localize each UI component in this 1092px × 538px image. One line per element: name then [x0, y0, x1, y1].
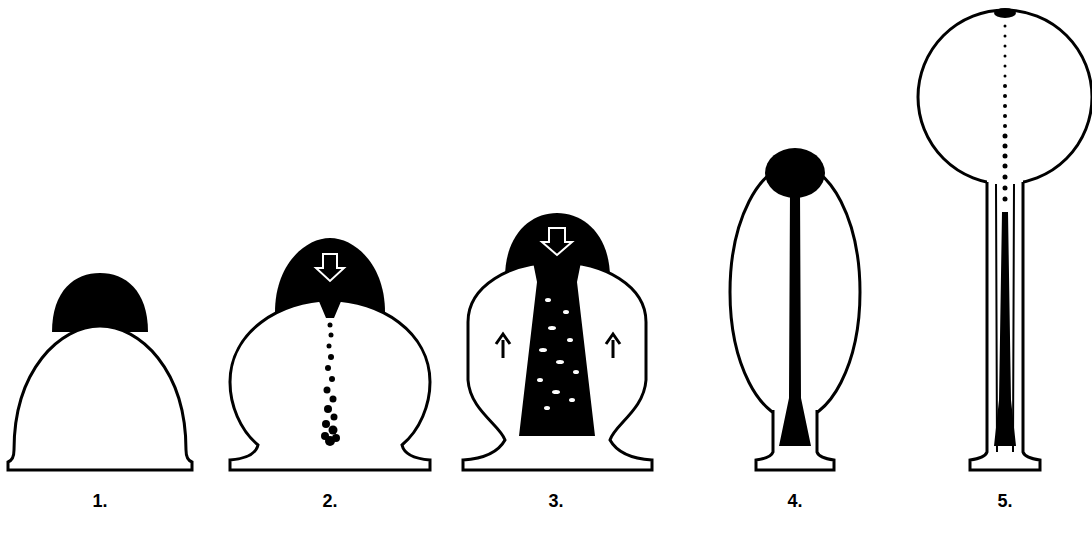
dark-cap	[52, 273, 148, 332]
trail-dot	[1003, 154, 1008, 159]
texture-spot	[544, 406, 550, 410]
trail-dot	[1004, 55, 1007, 58]
stage-4-figure	[730, 148, 860, 470]
column-dot	[322, 420, 330, 428]
column-dot	[329, 426, 338, 435]
dark-cap	[994, 8, 1016, 18]
trail-dot	[1004, 75, 1007, 78]
dark-stalk	[994, 212, 1016, 446]
trail-dot	[1003, 134, 1008, 139]
trail-dot	[1003, 186, 1008, 191]
column-dot	[325, 365, 331, 371]
column-dot	[325, 436, 335, 446]
dotted-column	[321, 323, 340, 447]
stage-number: 4.	[787, 492, 802, 510]
texture-spot	[545, 298, 551, 302]
column-dot	[329, 333, 334, 338]
dark-column	[519, 262, 595, 436]
trail-dot	[1003, 84, 1007, 88]
down-arrow	[316, 254, 344, 281]
texture-spot	[539, 348, 547, 352]
texture-spot	[548, 326, 556, 330]
bulb-body	[463, 262, 652, 470]
stage-5-figure	[918, 8, 1092, 470]
texture-spot	[552, 390, 560, 394]
column-dot	[330, 396, 337, 403]
column-dot	[324, 405, 332, 413]
texture-spot	[573, 370, 579, 374]
stage-number: 5.	[997, 492, 1012, 510]
up-arrow	[496, 334, 510, 358]
column-dot	[324, 387, 331, 394]
dome-body	[8, 326, 192, 470]
trail-dot	[1004, 25, 1007, 28]
bulb-body	[230, 300, 430, 470]
texture-spot	[537, 378, 543, 382]
trail-dot	[1003, 94, 1007, 98]
sphere-body	[918, 10, 1092, 184]
texture-spot	[563, 310, 569, 314]
trail-dot	[1003, 114, 1007, 118]
column-dot	[331, 414, 338, 421]
stage-number: 3.	[548, 492, 563, 510]
stage-1-figure	[8, 273, 192, 470]
trail-dot	[1003, 197, 1008, 202]
stage-number: 2.	[322, 492, 337, 510]
trail-dot	[1003, 164, 1008, 169]
trail-dot	[1004, 35, 1007, 38]
stem-outline	[970, 182, 1040, 470]
down-arrow	[542, 228, 572, 255]
trail-dot	[1003, 104, 1007, 108]
stage-number: 1.	[92, 492, 107, 510]
column-dot	[328, 354, 334, 360]
up-arrow	[606, 334, 620, 358]
stem-fill	[970, 176, 1040, 470]
column-dot	[327, 344, 332, 349]
texture-spot	[567, 338, 573, 342]
trail-dot	[1003, 124, 1007, 128]
trail-dot	[1004, 45, 1007, 48]
trail-dot	[1004, 65, 1007, 68]
cap-neck	[318, 299, 342, 318]
column-texture	[537, 298, 579, 410]
column-dot	[328, 323, 333, 328]
trail-dot	[1003, 175, 1008, 180]
stage-2-figure	[230, 238, 430, 470]
dark-stalk	[779, 190, 811, 446]
texture-spot	[569, 398, 575, 402]
dotted-trail	[1003, 25, 1008, 202]
texture-spot	[556, 360, 564, 364]
column-dot	[329, 376, 335, 382]
stage-3-figure	[463, 213, 652, 470]
trail-dot	[1003, 144, 1008, 149]
